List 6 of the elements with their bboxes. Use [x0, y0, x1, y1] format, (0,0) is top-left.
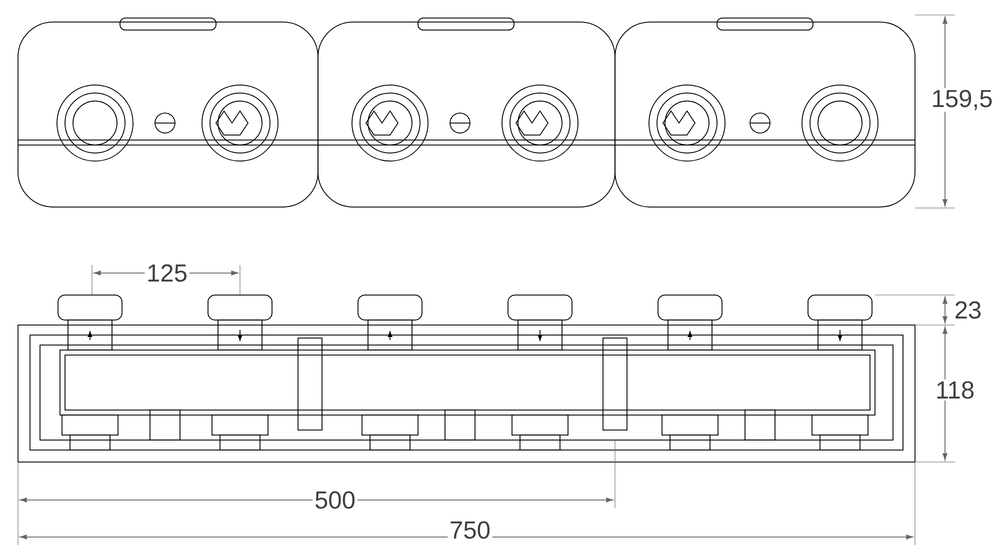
dimension-label: 159,5: [929, 88, 995, 112]
dimension-label: 23: [952, 300, 984, 320]
dimension-label: 500: [312, 490, 358, 510]
dimension-label: 750: [448, 520, 492, 540]
dimension-label: 118: [934, 380, 976, 400]
dimension-label: 125: [144, 262, 190, 284]
